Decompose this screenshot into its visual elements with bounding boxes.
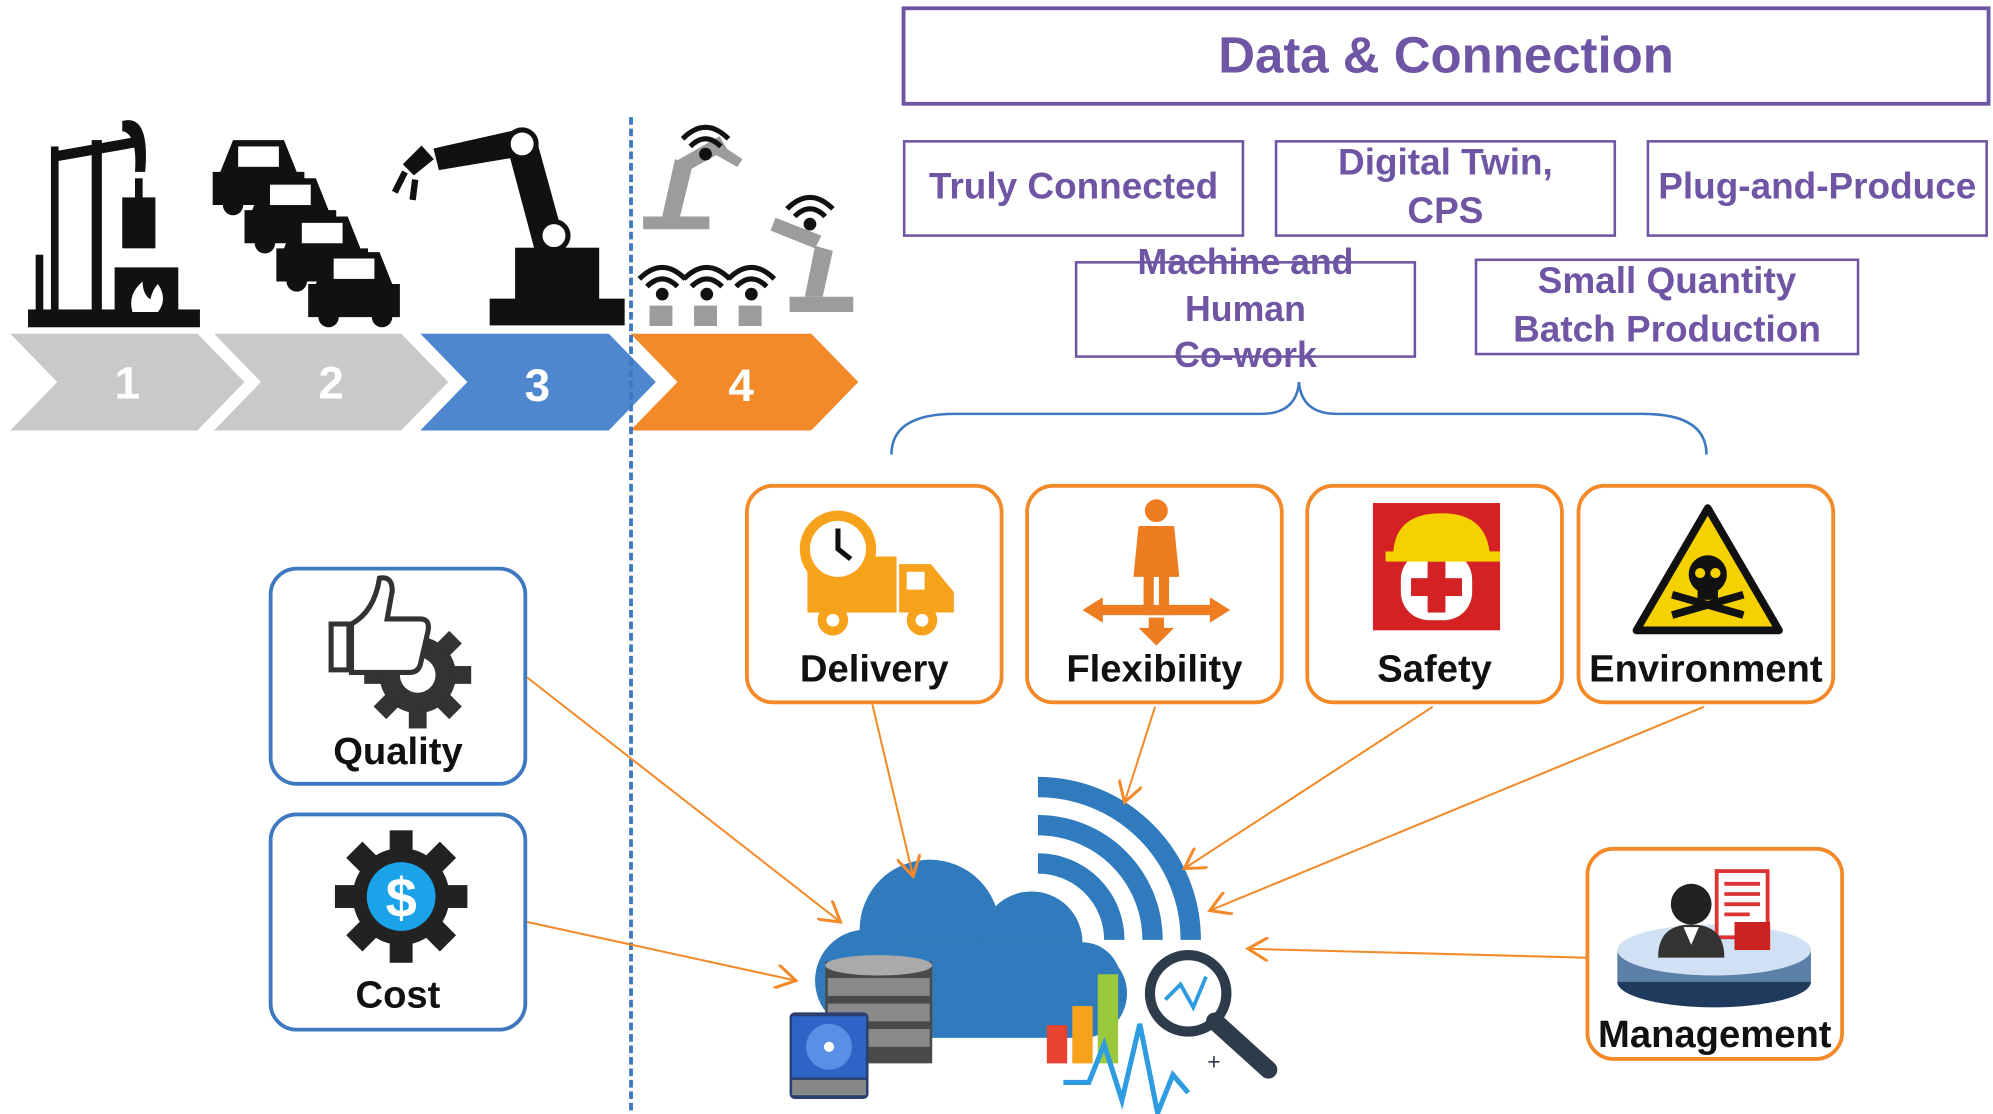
svg-text:+: + <box>1207 1049 1220 1075</box>
factor-quality: Quality <box>268 566 528 786</box>
flexibility-label: Flexibility <box>1066 648 1243 691</box>
stage-number-3: 3 <box>524 359 551 412</box>
arrow-management <box>1248 949 1586 958</box>
car-stack-icon <box>212 140 400 328</box>
stage-number-4: 4 <box>728 359 754 412</box>
stage-chevron-3 <box>420 333 656 431</box>
feature-human-cowork: Machine and Human Co-work <box>1074 243 1417 375</box>
feature-digital-twin: Digital Twin, CPS <box>1274 140 1617 237</box>
stage-chevron-2 <box>213 333 449 431</box>
safety-label: Safety <box>1377 648 1492 691</box>
feature-small-batch: Small Quantity Batch Production <box>1474 258 1860 356</box>
magnifier-icon: + <box>1144 950 1278 1079</box>
safety-helmet-icon <box>1372 503 1501 631</box>
environment-label: Environment <box>1589 648 1823 691</box>
stage-number-2: 2 <box>318 356 344 409</box>
stage-chevrons <box>10 333 859 431</box>
hard-drive-icon <box>789 1012 869 1100</box>
svg-text:$: $ <box>386 866 417 929</box>
toxic-warning-icon <box>1632 504 1783 635</box>
stage-chevron-4 <box>630 333 859 431</box>
stage-chevron-1 <box>10 333 245 431</box>
dollar-gear-icon: $ <box>334 830 468 963</box>
stage-number-1: 1 <box>114 356 141 409</box>
bar-chart-icon <box>1046 974 1191 1114</box>
era-divider <box>629 117 633 1111</box>
robot-arm-icon <box>391 127 625 326</box>
arrow-environment <box>1210 705 1705 911</box>
cloud-data-hub-icon: + <box>789 776 1278 1114</box>
feature-plug-and-produce: Plug-and-Produce <box>1646 140 1988 237</box>
factor-environment: Environment <box>1576 483 1836 705</box>
arrow-safety <box>1184 705 1434 869</box>
arrow-quality <box>526 676 840 923</box>
factor-flexibility: Flexibility <box>1025 483 1284 705</box>
arrow-delivery <box>871 704 913 876</box>
person-arrows-icon <box>1082 499 1231 646</box>
steam-engine-icon <box>28 120 200 328</box>
manager-database-icon <box>1617 869 1811 1008</box>
delivery-truck-icon <box>799 510 954 636</box>
industry-evolution-icons <box>28 120 854 328</box>
arrow-flexibility <box>1125 706 1157 803</box>
quality-label: Quality <box>333 730 463 774</box>
brace <box>890 381 1708 455</box>
page-title: Data & Connection <box>901 6 1991 106</box>
factor-management: Management <box>1585 846 1845 1061</box>
factor-cost: $ Cost <box>268 812 528 1032</box>
wifi-signal-icon <box>1037 776 1201 941</box>
management-label: Management <box>1598 1013 1832 1056</box>
feature-truly-connected: Truly Connected <box>902 140 1245 237</box>
wifi-icons <box>637 124 835 301</box>
factor-safety: Safety <box>1305 483 1564 705</box>
arrow-cost <box>527 921 796 981</box>
delivery-label: Delivery <box>799 648 949 691</box>
factor-delivery: Delivery <box>744 483 1004 705</box>
cost-label: Cost <box>355 974 441 1017</box>
thumbs-up-gear-icon <box>328 575 472 729</box>
